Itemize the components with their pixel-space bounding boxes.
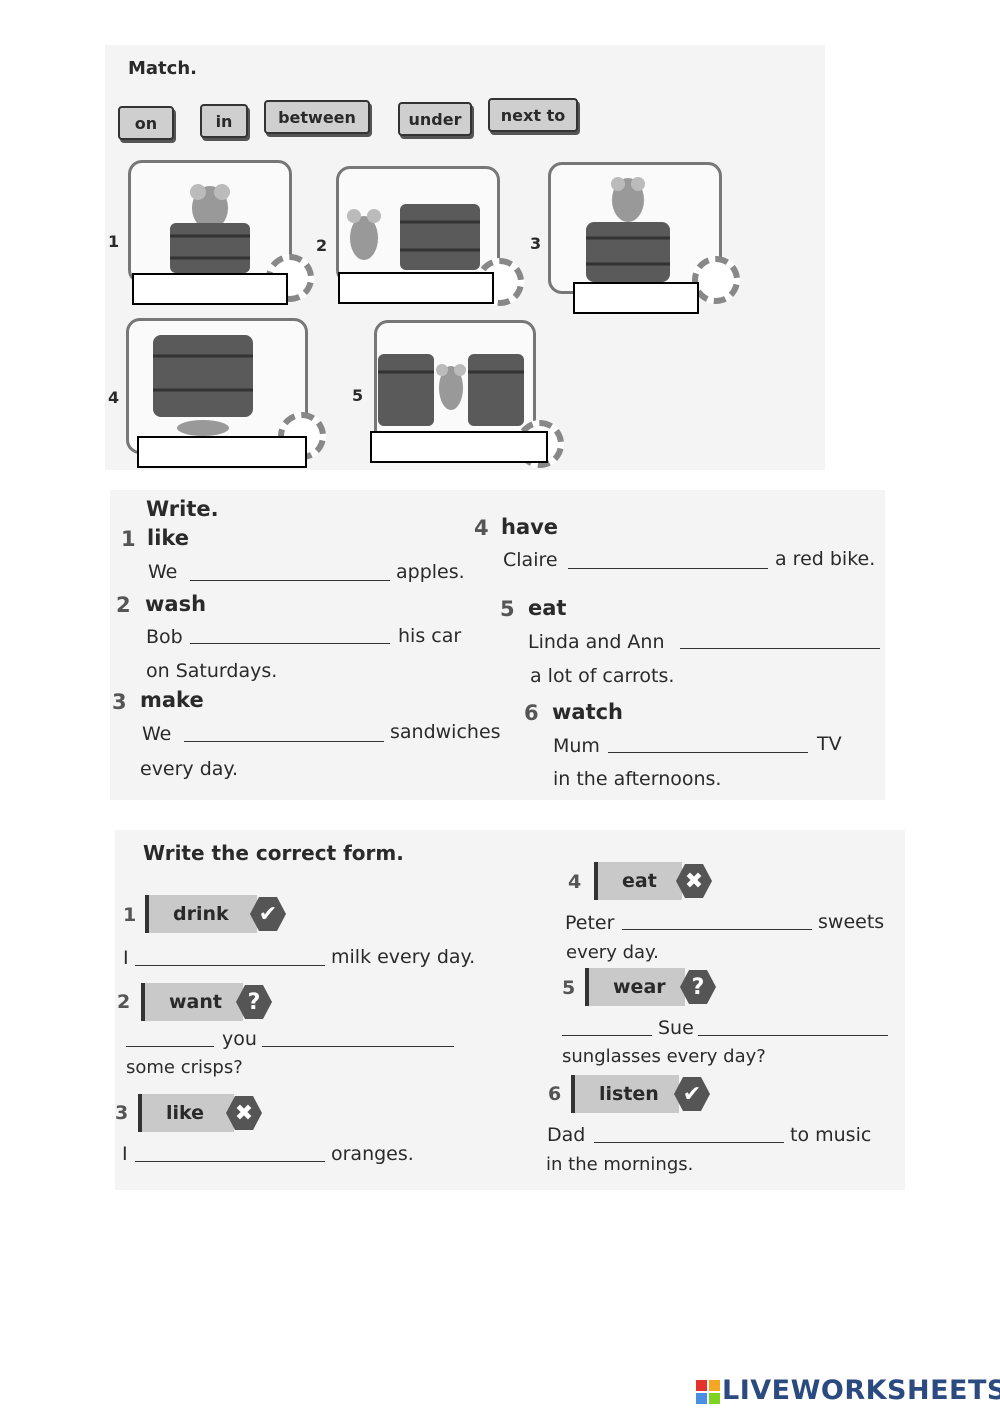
write-item-number-4: 4 [474, 516, 489, 540]
write-scan-area [110, 490, 885, 800]
write-item-verb-3: make [140, 688, 204, 712]
form-item-line2-5: sunglasses every day? [562, 1046, 766, 1067]
form-item-number-4: 4 [568, 871, 582, 893]
mouse-in-bucket-image [170, 184, 250, 273]
answer-box-2[interactable] [338, 272, 494, 304]
mouse-under-bucket-image [153, 335, 253, 436]
write-item-verb-1: like [147, 526, 190, 550]
picture-number-5: 5 [352, 386, 364, 405]
answer-box-5[interactable] [370, 431, 548, 463]
form-item-line1a-4: Peter [565, 912, 615, 934]
cross-icon: ✖ [676, 864, 712, 898]
form-item-line2-2: some crisps? [126, 1057, 243, 1078]
write-blank-1[interactable] [190, 580, 390, 581]
form-verb-tag-4: eat [594, 862, 682, 900]
write-title: Write. [146, 497, 219, 521]
write-item-before-5: Linda and Ann [528, 631, 665, 653]
form-item-number-6: 6 [548, 1083, 562, 1105]
write-item-number-2: 2 [116, 593, 131, 617]
word-on: on [118, 106, 174, 140]
match-title: Match. [128, 58, 197, 79]
answer-box-1[interactable] [132, 273, 288, 305]
picture-number-1: 1 [108, 232, 120, 251]
write-item-after-4: a red bike. [775, 548, 876, 570]
form-item-line1b-4: sweets [818, 911, 885, 933]
form-blank-5b[interactable] [698, 1035, 888, 1036]
write-item-verb-2: wash [145, 592, 207, 616]
answer-box-4[interactable] [137, 436, 307, 468]
check-icon: ✔ [250, 897, 286, 931]
question-icon: ? [236, 985, 272, 1019]
form-item-number-5: 5 [562, 977, 576, 999]
write-item-line2-6: in the afternoons. [553, 768, 722, 790]
write-blank-2[interactable] [190, 643, 390, 644]
form-item-line1a-3: I [122, 1143, 128, 1165]
mouse-between-buckets-image [378, 354, 524, 426]
question-icon: ? [680, 970, 716, 1004]
form-item-line1a-1: I [123, 947, 129, 969]
write-blank-4[interactable] [568, 568, 768, 569]
write-item-after-3: sandwiches [390, 721, 501, 743]
word-between: between [264, 100, 370, 134]
form-item-number-3: 3 [115, 1102, 129, 1124]
form-item-line1b-1: milk every day. [331, 946, 476, 968]
write-item-before-3: We [142, 723, 172, 745]
form-blank-1[interactable] [135, 965, 325, 966]
form-item-line2-6: in the mornings. [546, 1154, 694, 1175]
write-item-number-3: 3 [112, 690, 127, 714]
write-item-verb-6: watch [552, 700, 624, 724]
mouse-on-bucket-image [586, 177, 670, 282]
mouse-next-to-bucket-image [347, 204, 480, 270]
picture-number-4: 4 [108, 388, 120, 407]
form-blank-5a[interactable] [562, 1035, 652, 1036]
form-blank-2b[interactable] [262, 1046, 454, 1047]
write-item-line2-3: every day. [140, 758, 238, 780]
form-item-line1b-6: to music [790, 1124, 872, 1146]
form-blank-4[interactable] [622, 929, 812, 930]
liveworksheets-logo-icon [696, 1380, 720, 1404]
form-verb-tag-1: drink [145, 895, 257, 933]
write-item-before-6: Mum [553, 735, 600, 757]
write-item-after-1: apples. [396, 561, 465, 583]
form-verb-tag-2: want [141, 983, 243, 1021]
form-item-number-2: 2 [117, 991, 131, 1013]
write-item-before-2: Bob [146, 626, 183, 648]
form-verb-tag-3: like [138, 1094, 234, 1132]
write-item-before-4: Claire [503, 549, 558, 571]
write-item-number-5: 5 [500, 597, 515, 621]
gear-icon [692, 256, 740, 304]
form-item-line1a-2: you [222, 1028, 257, 1050]
write-item-verb-4: have [501, 515, 559, 539]
write-item-after-2: his car [398, 625, 462, 647]
form-blank-3[interactable] [135, 1161, 325, 1162]
picture-number-2: 2 [316, 236, 328, 255]
form-item-line1a-6: Dad [547, 1124, 586, 1146]
write-item-number-1: 1 [121, 527, 136, 551]
form-item-number-1: 1 [123, 904, 137, 926]
picture-number-3: 3 [530, 234, 542, 253]
write-item-line2-5: a lot of carrots. [530, 665, 675, 687]
write-blank-6[interactable] [608, 752, 808, 753]
form-verb-tag-6: listen [571, 1075, 679, 1113]
liveworksheets-logo: LIVEWORKSHEETS [722, 1375, 1000, 1406]
word-next-to: next to [488, 98, 578, 132]
form-item-line2-4: every day. [566, 942, 659, 963]
form-blank-6[interactable] [594, 1142, 784, 1143]
write-blank-3[interactable] [184, 741, 384, 742]
write-blank-5[interactable] [680, 648, 880, 649]
form-item-line1b-3: oranges. [331, 1143, 414, 1165]
form-blank-2a[interactable] [126, 1046, 214, 1047]
word-under: under [398, 102, 472, 136]
write-item-before-1: We [148, 561, 178, 583]
form-item-line1a-5: Sue [658, 1017, 694, 1039]
answer-box-3[interactable] [573, 282, 699, 314]
write-item-after-6: TV [817, 733, 842, 755]
form-verb-tag-5: wear [585, 968, 685, 1006]
form-title: Write the correct form. [143, 841, 404, 865]
write-item-number-6: 6 [524, 701, 539, 725]
write-item-verb-5: eat [528, 596, 567, 620]
word-in: in [200, 104, 248, 138]
write-item-line2-2: on Saturdays. [146, 660, 278, 682]
